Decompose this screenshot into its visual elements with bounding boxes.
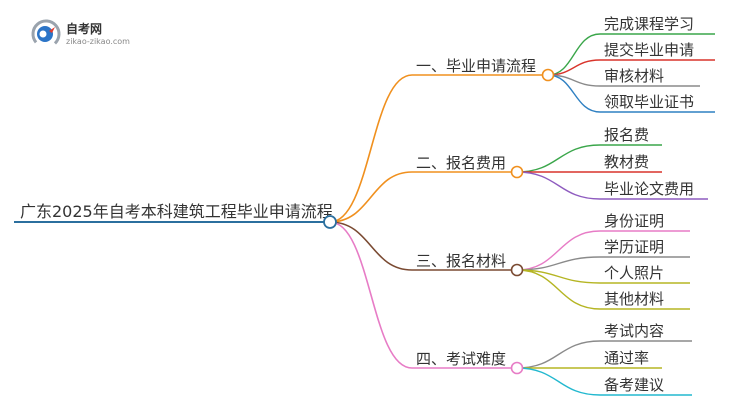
site-logo[interactable]: 自考网 zikao-zikao.com	[30, 18, 140, 52]
connector-branch-1-child-2	[547, 59, 601, 76]
subtopic-1-3[interactable]: 审核材料	[604, 67, 664, 85]
connector-branch-3-child-2	[516, 256, 601, 271]
branch-node-4[interactable]	[510, 361, 524, 375]
subtopic-2-2[interactable]: 教材费	[604, 153, 649, 171]
connector-branch-2-child-1	[516, 144, 601, 173]
connector-branch-4-child-1	[516, 340, 601, 369]
connector-root-branch-1	[329, 74, 413, 223]
logo-title: 自考网	[66, 22, 103, 36]
connector-root-branch-2	[329, 171, 413, 223]
subtopic-4-1[interactable]: 考试内容	[604, 322, 664, 340]
connector-branch-1-child-4	[547, 74, 601, 113]
connector-branch-4-child-3	[516, 367, 601, 396]
branch-topic-3[interactable]: 三、报名材料	[416, 252, 506, 270]
subtopic-2-3[interactable]: 毕业论文费用	[604, 180, 694, 198]
connector-branch-2-child-3	[516, 171, 601, 200]
branch-topic-2[interactable]: 二、报名费用	[416, 154, 506, 172]
branch-topic-4[interactable]: 四、考试难度	[416, 350, 506, 368]
connector-branch-1-child-1	[547, 33, 601, 76]
connector-branch-3-child-1	[516, 230, 601, 271]
subtopic-4-2[interactable]: 通过率	[604, 349, 649, 367]
subtopic-1-1[interactable]: 完成课程学习	[604, 15, 694, 33]
subtopic-3-1[interactable]: 身份证明	[604, 212, 664, 230]
branch-node-2[interactable]	[510, 165, 524, 179]
subtopic-3-4[interactable]: 其他材料	[604, 290, 664, 308]
root-node[interactable]	[323, 215, 337, 229]
branch-node-1[interactable]	[541, 68, 555, 82]
branch-topic-1[interactable]: 一、毕业申请流程	[416, 57, 536, 75]
subtopic-3-2[interactable]: 学历证明	[604, 238, 664, 256]
logo-mark-icon	[31, 19, 61, 49]
subtopic-4-3[interactable]: 备考建议	[604, 376, 664, 394]
subtopic-2-1[interactable]: 报名费	[604, 126, 649, 144]
connector-root-branch-4	[329, 221, 413, 369]
logo-url: zikao-zikao.com	[66, 37, 130, 46]
root-topic[interactable]: 广东2025年自考本科建筑工程毕业申请流程	[20, 202, 333, 221]
connector-branch-3-child-4	[516, 269, 601, 310]
subtopic-3-3[interactable]: 个人照片	[604, 264, 664, 282]
subtopic-1-2[interactable]: 提交毕业申请	[604, 41, 694, 59]
connector-branch-3-child-3	[516, 269, 601, 284]
branch-node-3[interactable]	[510, 263, 524, 277]
connector-root-branch-3	[329, 221, 413, 271]
subtopic-1-4[interactable]: 领取毕业证书	[604, 93, 694, 111]
